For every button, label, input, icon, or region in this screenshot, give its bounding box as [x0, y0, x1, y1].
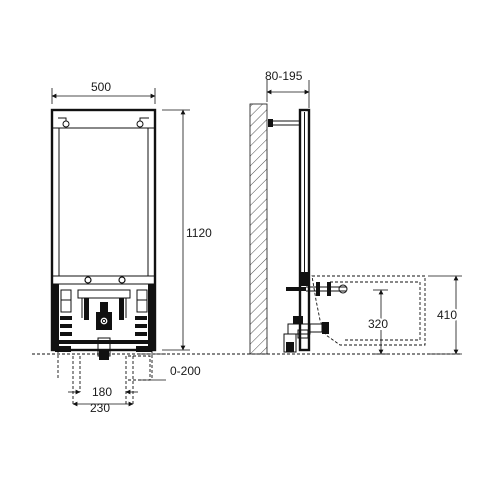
bowl-outline [311, 275, 426, 346]
side-view: 80-195 320 410 [249, 69, 462, 355]
dim-bowl-inner: 320 [368, 317, 388, 331]
frame-side [298, 108, 311, 352]
dim-frame-height: 1120 [186, 226, 212, 240]
front-view: 500 1120 0-200 180 230 [50, 80, 212, 415]
mount-hole-left [62, 120, 70, 128]
dim-frame-width: 500 [91, 80, 111, 94]
dim-inlet-spacing: 180 [92, 385, 112, 399]
foot-right [136, 346, 152, 352]
foot-left [55, 346, 71, 352]
dim-floor-adjust: 0-200 [170, 364, 201, 378]
dim-wall-offset: 80-195 [265, 69, 303, 83]
mount-hole-right [136, 120, 144, 128]
support-rail [51, 275, 156, 285]
dim-mount-spacing: 230 [90, 401, 110, 415]
dim-bowl-outer: 410 [437, 308, 457, 322]
wall-section [249, 103, 268, 355]
